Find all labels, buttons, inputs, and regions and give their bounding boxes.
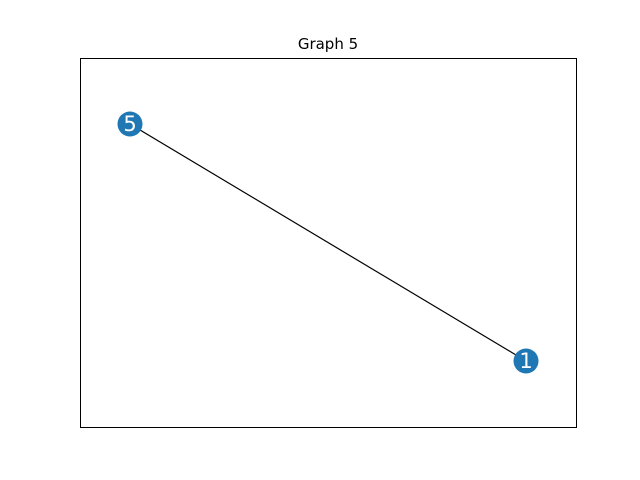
- plot-frame: [80, 58, 577, 428]
- node-5-circle: [117, 111, 143, 137]
- edge-5-1: [129, 123, 527, 362]
- node-1-label: 1: [519, 349, 532, 373]
- node-1: 1: [513, 348, 539, 374]
- node-5: 5: [117, 111, 143, 137]
- node-5-label: 5: [123, 112, 136, 136]
- node-1-circle: [513, 348, 539, 374]
- graph-title: Graph 5: [298, 35, 358, 53]
